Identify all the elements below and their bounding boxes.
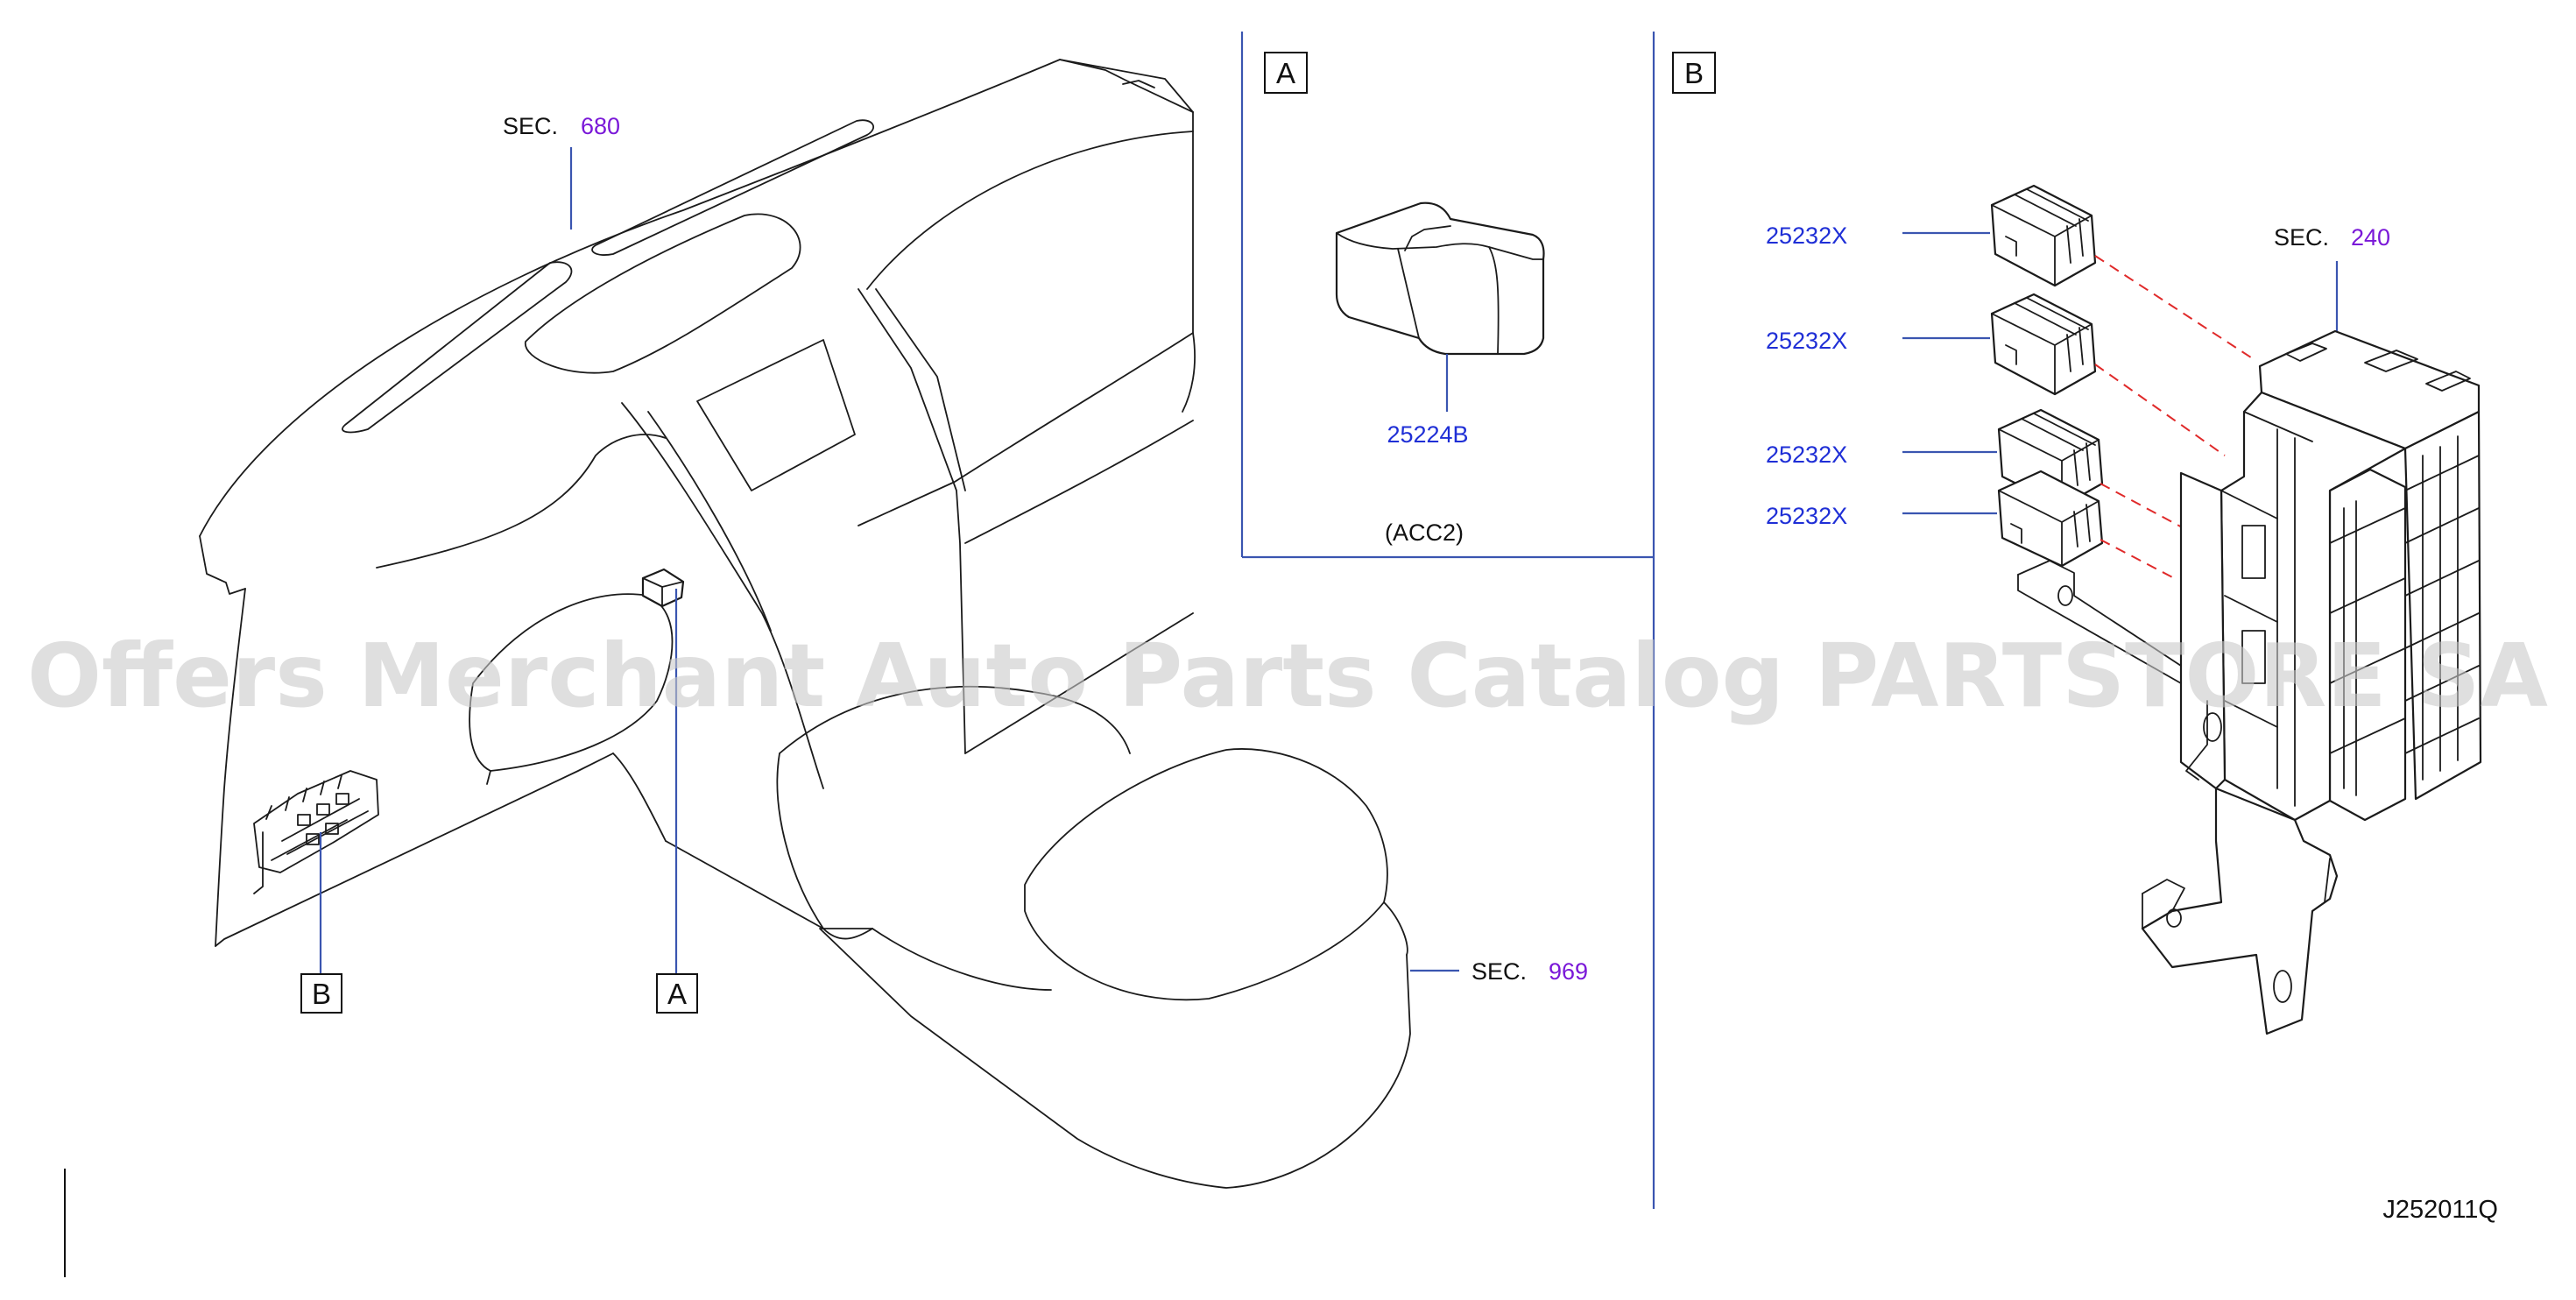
relay-4-illustration (1997, 470, 2104, 568)
panel-a: A 25224B (ACC2) (1264, 52, 1545, 546)
panel-b: B SEC. 240 25232X 25232X 25232X 25232X (1672, 52, 2482, 1035)
relay-25224b-illustration (1335, 201, 1545, 356)
relay-part-number-3[interactable]: 25232X (1766, 442, 1847, 468)
svg-text:A: A (667, 978, 687, 1010)
fuse-block-location-sketch (253, 770, 379, 894)
callout-a-marker[interactable]: A (656, 973, 698, 1014)
relay-1-alignment (2094, 255, 2257, 362)
relay-4-alignment (2100, 539, 2178, 581)
svg-text:B: B (312, 978, 331, 1010)
panel-a-title: A (1264, 52, 1308, 94)
svg-text:SEC.: SEC. (503, 113, 558, 139)
svg-text:A: A (1276, 57, 1295, 89)
relay-1-illustration (1990, 184, 2097, 287)
section-ref-240[interactable]: SEC. 240 (2274, 224, 2390, 251)
svg-text:B: B (1684, 57, 1704, 89)
dashboard-illustration (199, 59, 1411, 1189)
section-ref-969[interactable]: SEC. 969 (1471, 958, 1588, 985)
relay-part-number-1[interactable]: 25232X (1766, 223, 1847, 249)
junction-box-illustration (2017, 329, 2482, 1035)
watermark-text: Offers Merchant Auto Parts Catalog PARTS… (27, 625, 2548, 727)
svg-text:SEC.: SEC. (2274, 224, 2329, 251)
svg-text:SEC.: SEC. (1471, 958, 1527, 985)
callout-b-marker[interactable]: B (300, 973, 342, 1014)
relay-2-illustration (1990, 293, 2097, 396)
svg-text:240: 240 (2351, 224, 2390, 251)
svg-text:680: 680 (581, 113, 620, 139)
diagram-code: J252011Q (2382, 1196, 2498, 1224)
panel-b-title: B (1672, 52, 1716, 94)
section-ref-680[interactable]: SEC. 680 (503, 113, 620, 139)
relay-part-number-4[interactable]: 25232X (1766, 503, 1847, 529)
panel-a-note: (ACC2) (1385, 519, 1464, 546)
part-number-25224b[interactable]: 25224B (1387, 421, 1468, 448)
relay-2-alignment (2094, 364, 2226, 456)
svg-text:969: 969 (1549, 958, 1588, 985)
relay-part-number-2[interactable]: 25232X (1766, 328, 1847, 354)
